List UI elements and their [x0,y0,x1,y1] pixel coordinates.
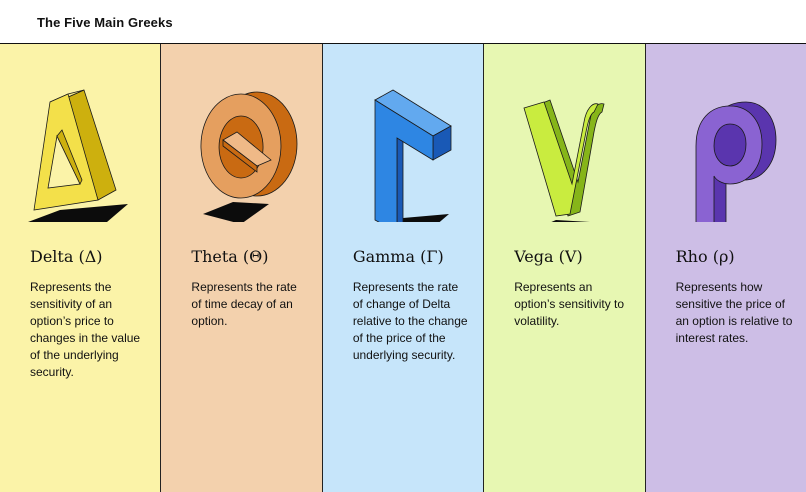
greek-description: Represents the sensitivity of an option’… [30,280,141,379]
greek-name: Vega (V) [514,247,583,266]
greek-description: Represents the rate of time decay of an … [191,280,297,328]
header: The Five Main Greeks [0,0,806,44]
glyph-face [695,105,763,222]
greek-panel-rho: Rho (ρ) Represents how sensitive the pri… [645,44,806,492]
glyph-shadow [203,202,270,222]
greek-panel-theta: Theta (Θ) Represents the rate of time de… [161,44,323,492]
greek-panel-gamma: Gamma (Γ) Represents the rate of change … [322,44,485,492]
glyph-face [374,99,434,222]
delta-glyph-icon [28,89,128,222]
glyph-inner-side [56,129,83,185]
glyph-shadow [551,220,591,222]
glyph-shadow [28,204,128,222]
greek-panel-delta: Delta (Δ) Represents the sensitivity of … [0,44,162,492]
greek-name: Delta (Δ) [30,247,103,266]
vega-glyph-icon [523,99,605,222]
rho-glyph-icon [695,101,777,222]
greek-description: Represents the rate of change of Delta r… [352,280,468,362]
glyph-shadow [394,214,449,222]
gamma-glyph-icon [374,89,452,222]
greeks-panels: Delta (Δ) Represents the sensitivity of … [0,44,806,492]
glyph-face [200,93,282,199]
glyph-side [539,99,605,217]
page-title: The Five Main Greeks [37,15,173,30]
glyph-side2 [396,127,404,222]
glyph-face [523,101,599,217]
greek-description: Represents an option’s sensitivity to vo… [514,280,625,328]
greek-description: Represents how sensitive the price of an… [675,280,793,345]
greek-name: Gamma (Γ) [352,247,444,266]
greek-name: Theta (Θ) [191,247,269,266]
glyph-bar-side [223,139,258,173]
theta-glyph-icon [200,91,298,222]
greek-name: Rho (ρ) [675,247,735,266]
greek-panel-vega: Vega (V) Represents an option’s sensitiv… [484,44,646,492]
